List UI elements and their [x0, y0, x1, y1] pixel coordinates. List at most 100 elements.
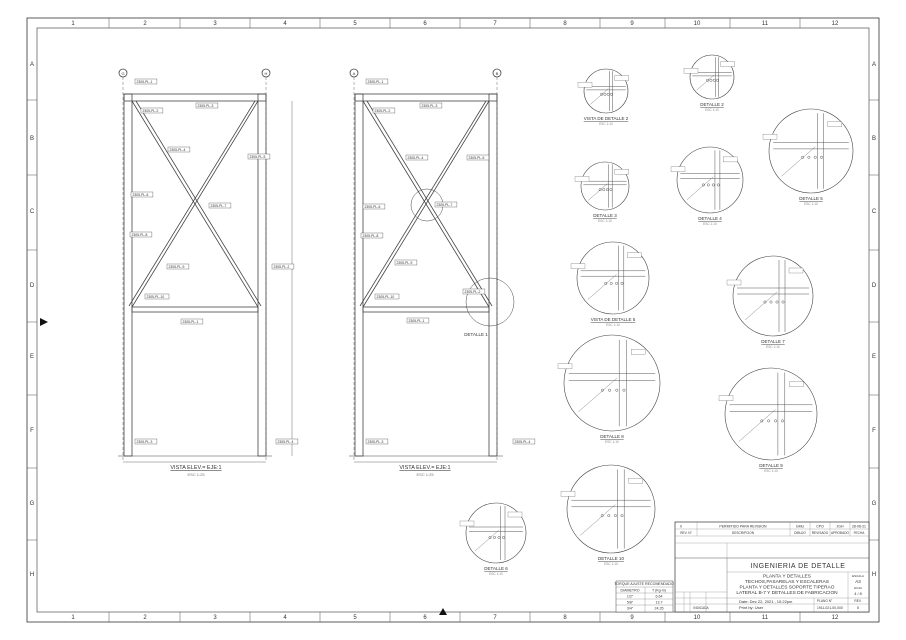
row-label: D	[872, 283, 877, 289]
part-tag: 2305-PL-2	[274, 265, 290, 269]
part-tag-box	[180, 318, 204, 325]
row-label: E	[872, 354, 876, 360]
part-tag: 2305-PL-1	[368, 80, 384, 84]
column-label: 8	[563, 21, 567, 27]
column-label: 9	[630, 21, 634, 27]
torque-r1c2: 6.64	[656, 595, 663, 599]
detail-scale: ESC 1:10	[804, 202, 818, 206]
row-label: G	[30, 501, 35, 507]
detail-title: DETALLE 8	[600, 434, 624, 439]
torque-title: TORQUE AJUSTE RECOMENDADO	[614, 582, 674, 586]
part-tag-box	[130, 191, 154, 198]
part-tag-box	[365, 78, 389, 85]
torque-r2c1: 5/8"	[627, 601, 634, 605]
part-tag: 2305-PL-9	[397, 261, 413, 265]
center-mark-bottom	[439, 608, 447, 615]
part-tag: 2305-PL-6	[365, 205, 381, 209]
elevation-left-tags: 2305-PL-1 2305-PL-2 2305-PL-3 2305-PL-4 2305…	[129, 78, 299, 445]
part-tag: 2305-PL-3	[198, 104, 214, 108]
elevation-left-title: VISTA ELEV.= EJE:1	[170, 465, 221, 471]
column-label: 1	[71, 615, 75, 621]
center-mark-left	[40, 318, 48, 326]
torque-r3c1: 3/4"	[627, 607, 634, 611]
title-block: 0 PERMITIDO PARA REVISION GMU CPO JGH 28…	[674, 521, 870, 613]
row-label: F	[872, 428, 876, 434]
tb-date: Date: Dec 22, 2021 , 10:22pm	[739, 599, 793, 604]
row-label: C	[30, 209, 35, 215]
torque-h1: DIAMETRO	[621, 589, 640, 593]
part-tag-box	[134, 78, 158, 85]
column-label: 6	[423, 615, 427, 621]
outer-frame	[26, 17, 880, 623]
tb-hdr-fecha: FECHA	[854, 531, 866, 535]
detail-title: DETALLE 7	[761, 339, 785, 344]
part-tag: 2305-PL-4	[408, 156, 424, 160]
column-label: 4	[283, 21, 287, 27]
axis-tag-left-a: G	[121, 71, 124, 76]
column-label: 1	[71, 21, 75, 27]
part-tag: 2305-PL-2	[143, 109, 159, 113]
row-label: H	[30, 572, 34, 578]
tb-line2: TECHOS,PASARELAS Y ESCALERAS	[745, 579, 829, 585]
callout-detalle-1: DETALLE 1	[464, 332, 488, 337]
tb-hdr-aprob: APROBADO	[831, 531, 850, 535]
part-tag-box	[208, 202, 232, 209]
part-tag-box	[372, 107, 396, 114]
row-label: G	[872, 501, 877, 507]
row-label: D	[30, 283, 35, 289]
part-tag-box	[275, 438, 299, 445]
part-tag: 2305-PL-4	[278, 440, 294, 444]
tb-rev-aprob: JGH	[837, 525, 844, 529]
column-label: 2	[143, 615, 147, 621]
tb-hdr-revby: REVISADO	[812, 531, 829, 535]
tb-hdr-rev: REV. N°	[680, 531, 692, 535]
tb-format: A3	[855, 579, 861, 584]
row-label: B	[30, 136, 34, 142]
tb-rev-desc: PERMITIDO PARA REVISION	[719, 525, 767, 529]
part-tag-box	[166, 263, 190, 270]
tb-scale: INDICADA	[693, 606, 709, 610]
detail-scale: ESC 1:10	[605, 440, 619, 444]
part-tag-box	[140, 107, 164, 114]
torque-r2c2: 13.7	[656, 601, 663, 605]
tb-plano-label: PLANO N°	[817, 599, 833, 603]
tb-rev-value: 0	[857, 605, 860, 610]
elevation-right-tags: 2305-PL-1 2305-PL-2 2305-PL-3 2305-PL-4 2305…	[360, 78, 536, 445]
part-tag: 2305-PL-3	[368, 440, 384, 444]
tb-line4: LATERAL B-7 Y DETALLES DE FABRICACION	[736, 590, 838, 596]
part-tag: 2305-PL-2	[375, 109, 391, 113]
detail-title: DETALLE 10	[598, 556, 624, 561]
part-tag: 2305-PL-4	[515, 440, 531, 444]
part-tag: 2305-PL-7	[211, 204, 227, 208]
tb-hdr-desc: DESCRIPCION	[732, 531, 755, 535]
tb-rev-label: REV.	[854, 599, 861, 603]
part-tag-box	[394, 259, 418, 266]
zone-markers	[27, 18, 879, 622]
tb-sheet-no: 4 / 8	[854, 592, 861, 596]
tb-line1: PLANTA Y DETALLES	[763, 574, 811, 580]
part-tag-box	[167, 146, 191, 153]
column-label: 5	[353, 615, 357, 621]
detail-scale: ESC 1:10	[766, 345, 780, 349]
elevation-left	[118, 68, 293, 463]
part-tag: 2305-PL-1	[137, 80, 153, 84]
column-label: 3	[213, 21, 217, 27]
tb-company: INGENIERIA DE DETALLE	[751, 563, 846, 570]
part-tag: 2305-PL-8	[363, 234, 379, 238]
detail-title: DETALLE 9	[759, 463, 783, 468]
column-label: 2	[143, 21, 147, 27]
detail-scale: ESC 1:10	[604, 562, 618, 566]
torque-table: TORQUE AJUSTE RECOMENDADO DIAMETRO T (Kg…	[614, 580, 674, 613]
tb-rev-no: 0	[680, 525, 682, 529]
detail-scale: ESC 1:10	[764, 469, 778, 473]
